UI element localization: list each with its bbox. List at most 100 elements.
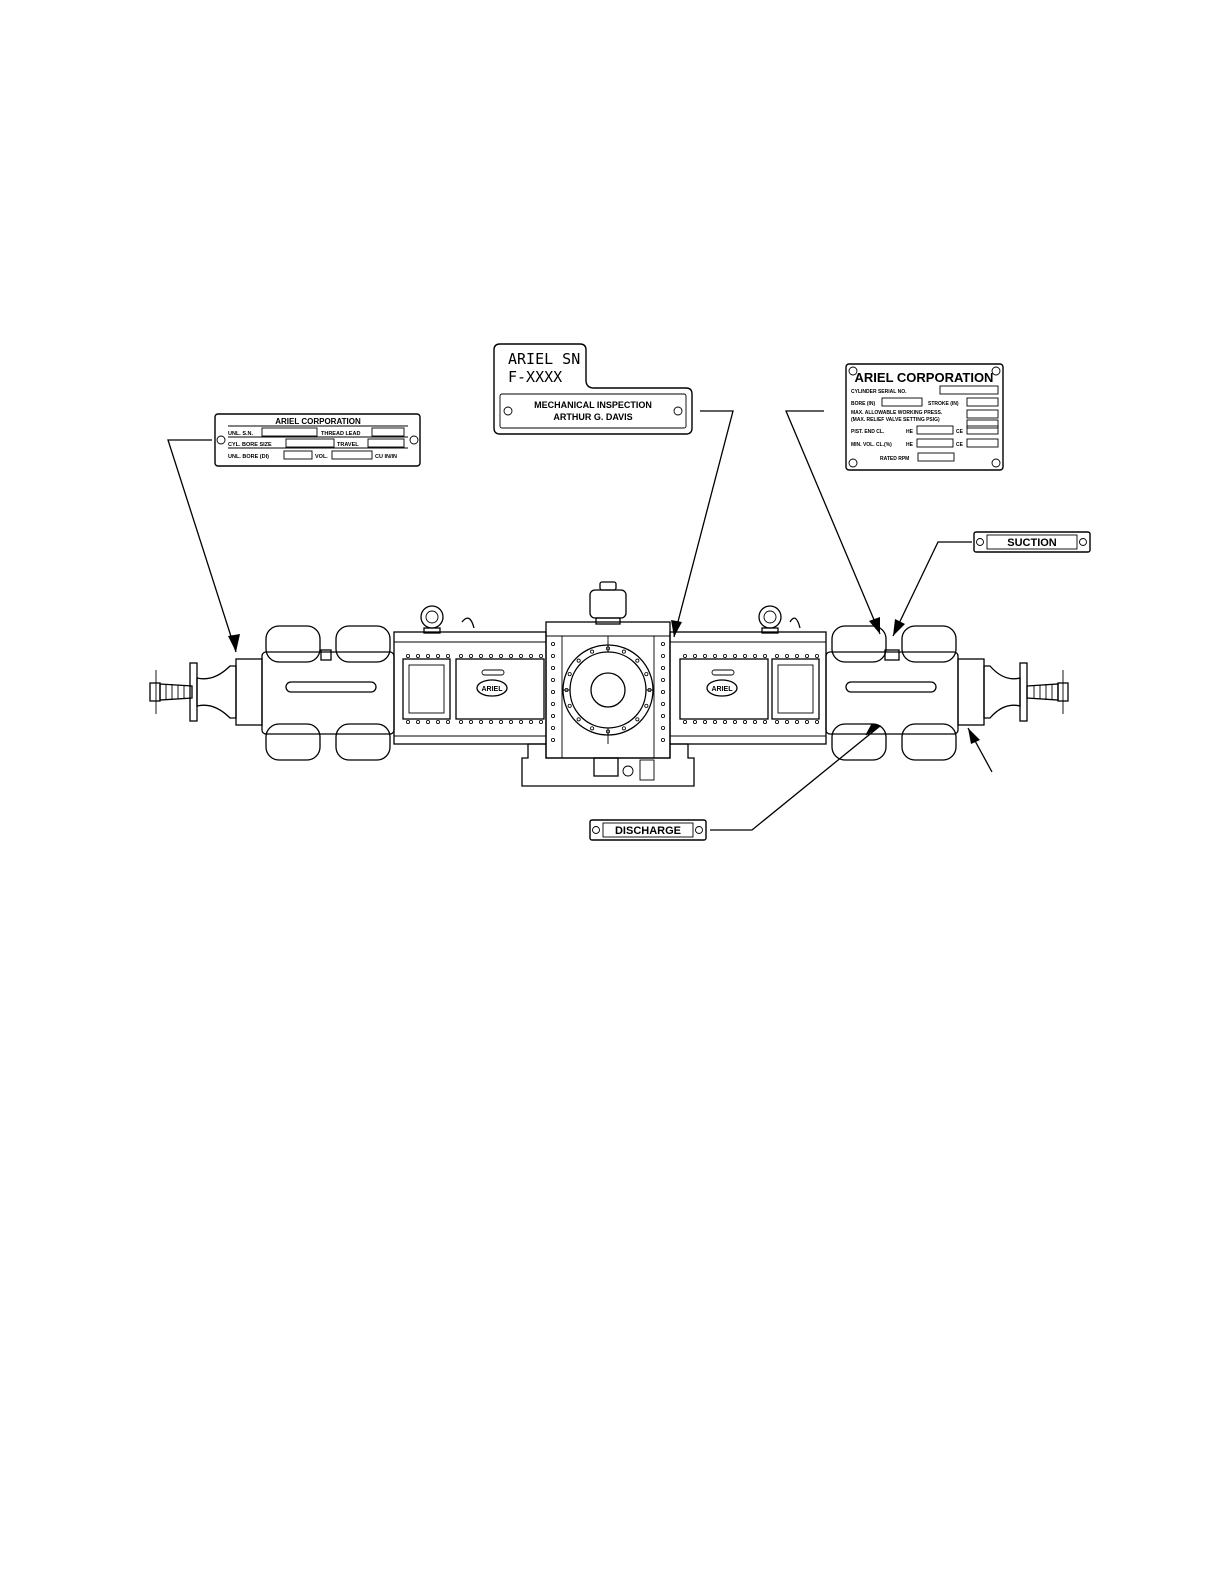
bolt-head <box>661 738 666 743</box>
bolt-head <box>519 720 524 725</box>
bolt-head <box>445 654 450 659</box>
serial-plate-line1: ARIEL SN <box>508 350 580 368</box>
bolt-head <box>644 672 649 677</box>
bolt-head <box>508 654 513 659</box>
corporation-plate-rated-rpm: RATED RPM <box>880 456 909 462</box>
bolt-head <box>703 720 708 725</box>
cylinder-plate-unl-sn: UNL. S.N. <box>228 431 254 437</box>
corporation-plate-he-2: HE <box>906 442 914 448</box>
bolt-head <box>435 654 440 659</box>
bolt-head <box>590 649 595 654</box>
bolt-head <box>815 654 820 659</box>
bolt-head <box>576 717 581 722</box>
bolt-head <box>468 654 473 659</box>
leader-lines <box>167 410 993 831</box>
bolt-head <box>551 642 556 647</box>
bolt-head <box>661 678 666 683</box>
bolt-head <box>753 654 758 659</box>
bolt-head <box>519 654 524 659</box>
bolt-head <box>733 654 738 659</box>
corporation-plate-serial: CYLINDER SERIAL NO. <box>851 389 907 395</box>
bolt-head <box>753 720 758 725</box>
bolt-head <box>567 672 572 677</box>
inspection-line2: ARTHUR G. DAVIS <box>553 412 632 422</box>
bolt-head <box>498 720 503 725</box>
corporation-plate-ce-2: CE <box>956 442 964 448</box>
bolt-head <box>635 658 640 663</box>
bolt-head <box>576 658 581 663</box>
bolt-head <box>488 654 493 659</box>
bolt-head <box>683 720 688 725</box>
cylinder-nameplate: ARIEL CORPORATION UNL. S.N. THREAD LEAD … <box>214 413 421 467</box>
bolt-head <box>606 729 611 734</box>
bolt-head <box>775 720 780 725</box>
discharge-label-plate: DISCHARGE <box>589 819 707 841</box>
bolt-head <box>647 688 652 693</box>
bolt-head <box>405 654 410 659</box>
bolt-head <box>551 702 556 707</box>
cylinder-plate-title: ARIEL CORPORATION <box>275 417 361 426</box>
bolt-head <box>488 720 493 725</box>
discharge-label: DISCHARGE <box>615 825 681 837</box>
bolt-head <box>815 720 820 725</box>
cylinder-plate-bore-size: CYL. BORE SIZE <box>228 442 272 448</box>
corporation-plate-he-1: HE <box>906 429 914 435</box>
bolt-head <box>661 642 666 647</box>
bolt-head <box>661 714 666 719</box>
bolt-head <box>551 678 556 683</box>
bolt-head <box>415 720 420 725</box>
bolt-head <box>733 720 738 725</box>
bolt-head <box>435 720 440 725</box>
suction-label: SUCTION <box>1007 537 1057 549</box>
bolt-head <box>551 714 556 719</box>
bolt-head <box>564 688 569 693</box>
right-logo-text: ARIEL <box>712 686 734 693</box>
left-logo-text: ARIEL <box>482 686 504 693</box>
bolt-head <box>590 726 595 731</box>
bolt-head <box>763 720 768 725</box>
bolt-head <box>795 720 800 725</box>
corporation-plate-min-vol: MIN. VOL. CL.(%) <box>851 442 892 448</box>
serial-plate-line2: F-XXXX <box>508 368 562 386</box>
corporation-nameplate: ARIEL CORPORATION CYLINDER SERIAL NO. BO… <box>845 363 1004 471</box>
bolt-head <box>551 726 556 731</box>
bolt-head <box>661 702 666 707</box>
bolt-heads <box>405 642 820 743</box>
cylinder-plate-cu-in: CU IN/IN <box>375 454 397 460</box>
corporation-plate-ce-1: CE <box>956 429 964 435</box>
suction-label-plate: SUCTION <box>973 531 1091 553</box>
inspection-line1: MECHANICAL INSPECTION <box>534 400 652 410</box>
bolt-head <box>661 654 666 659</box>
bolt-head <box>713 654 718 659</box>
corporation-plate-title: ARIEL CORPORATION <box>855 370 994 385</box>
bolt-head <box>539 654 544 659</box>
bolt-head <box>644 703 649 708</box>
bolt-head <box>683 654 688 659</box>
bolt-head <box>661 690 666 695</box>
bolt-head <box>775 654 780 659</box>
bolt-head <box>551 666 556 671</box>
bolt-head <box>661 666 666 671</box>
bolt-head <box>478 654 483 659</box>
bolt-head <box>539 720 544 725</box>
bolt-head <box>661 726 666 731</box>
bolt-head <box>415 654 420 659</box>
bolt-head <box>551 690 556 695</box>
bolt-head <box>508 720 513 725</box>
bolt-head <box>635 717 640 722</box>
bolt-head <box>785 654 790 659</box>
bolt-head <box>445 720 450 725</box>
corporation-plate-stroke: STROKE (IN) <box>928 401 959 407</box>
bolt-head <box>498 654 503 659</box>
bolt-head <box>529 654 534 659</box>
bolt-head <box>713 720 718 725</box>
bolt-head <box>468 720 473 725</box>
corporation-plate-mawp: MAX. ALLOWABLE WORKING PRESS. <box>851 410 943 416</box>
bolt-head <box>425 654 430 659</box>
bolt-head <box>743 720 748 725</box>
bolt-head <box>478 720 483 725</box>
bolt-head <box>743 654 748 659</box>
corporation-plate-bore: BORE (IN) <box>851 401 876 407</box>
bolt-head <box>805 720 810 725</box>
bolt-head <box>785 720 790 725</box>
